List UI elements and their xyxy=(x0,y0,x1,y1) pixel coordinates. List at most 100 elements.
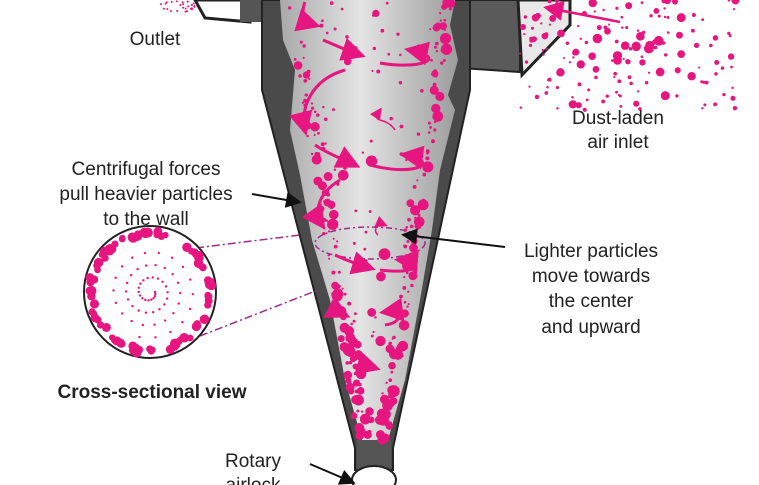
particle xyxy=(606,28,609,31)
particle xyxy=(143,251,147,255)
particle xyxy=(324,142,327,145)
particle xyxy=(427,131,431,134)
particle xyxy=(417,213,421,217)
particle xyxy=(186,0,189,3)
particle xyxy=(728,34,732,38)
particle xyxy=(405,226,409,229)
particle xyxy=(433,120,437,124)
particle xyxy=(380,28,385,33)
particle xyxy=(620,15,624,19)
particle xyxy=(153,290,157,294)
particle xyxy=(413,216,425,228)
particle xyxy=(138,335,141,339)
particle xyxy=(712,35,719,41)
particle xyxy=(433,128,437,132)
particle xyxy=(352,319,356,323)
particle xyxy=(657,14,661,18)
particle xyxy=(188,307,192,311)
particle xyxy=(129,274,133,277)
particle xyxy=(323,198,332,207)
particle xyxy=(439,12,442,15)
particle xyxy=(192,321,202,331)
lighter-label-line3: the center xyxy=(549,291,634,312)
particle xyxy=(333,168,337,171)
particle xyxy=(534,94,540,100)
particle xyxy=(403,228,407,232)
particle xyxy=(350,412,358,420)
particle xyxy=(439,22,448,31)
particle xyxy=(633,100,640,107)
particle xyxy=(390,363,393,366)
particle xyxy=(610,59,614,62)
particle xyxy=(727,0,731,2)
particle xyxy=(89,299,100,309)
particle xyxy=(126,298,130,301)
particle xyxy=(377,434,388,445)
particle xyxy=(403,300,407,304)
particle xyxy=(442,0,453,8)
particle xyxy=(325,31,329,35)
particle xyxy=(163,319,167,322)
particle xyxy=(435,49,439,53)
particle xyxy=(640,1,644,5)
particle xyxy=(329,209,339,220)
particle xyxy=(577,82,582,87)
particle xyxy=(329,1,334,5)
particle xyxy=(432,110,444,122)
particle xyxy=(432,82,437,87)
particle xyxy=(441,6,445,9)
particle xyxy=(714,60,720,66)
particle xyxy=(613,76,616,79)
particle xyxy=(89,275,99,284)
particle xyxy=(169,330,172,334)
particle xyxy=(390,370,394,374)
particle xyxy=(157,232,166,241)
particle xyxy=(556,107,559,110)
particle xyxy=(379,394,390,405)
particle xyxy=(582,107,587,112)
particle xyxy=(572,50,577,56)
particle xyxy=(376,271,386,282)
cyclone-interior xyxy=(280,0,458,440)
particle xyxy=(425,156,430,161)
particle xyxy=(399,152,404,156)
particle xyxy=(412,184,417,189)
particle xyxy=(158,308,161,311)
particle xyxy=(114,301,118,305)
particle xyxy=(519,52,522,55)
particle xyxy=(433,115,437,118)
particle xyxy=(400,342,405,346)
particle xyxy=(440,61,444,65)
particle xyxy=(163,303,166,306)
particle xyxy=(364,230,368,234)
particle xyxy=(416,179,419,182)
particle xyxy=(199,314,210,325)
particle xyxy=(190,4,193,7)
particle xyxy=(345,361,350,365)
particle xyxy=(387,392,395,399)
particle xyxy=(379,408,391,420)
lighter-label-line4: and upward xyxy=(541,317,640,338)
particle xyxy=(407,302,410,306)
particle xyxy=(643,43,654,54)
particle xyxy=(353,340,362,349)
particle xyxy=(308,77,311,80)
particle xyxy=(677,50,686,59)
particle xyxy=(703,103,707,107)
particle xyxy=(636,32,645,41)
particle xyxy=(603,25,608,30)
particle xyxy=(619,104,623,108)
particle xyxy=(138,294,142,297)
particle xyxy=(353,371,358,376)
particle xyxy=(663,53,668,57)
particle xyxy=(329,205,334,210)
particle xyxy=(119,234,126,242)
particle xyxy=(93,261,102,270)
particle xyxy=(408,271,418,281)
particle xyxy=(372,9,380,18)
particle xyxy=(636,29,640,32)
cross-section-label: Cross-sectional view xyxy=(57,382,246,403)
particle xyxy=(133,343,140,350)
particle xyxy=(353,46,358,50)
particle xyxy=(341,287,344,290)
